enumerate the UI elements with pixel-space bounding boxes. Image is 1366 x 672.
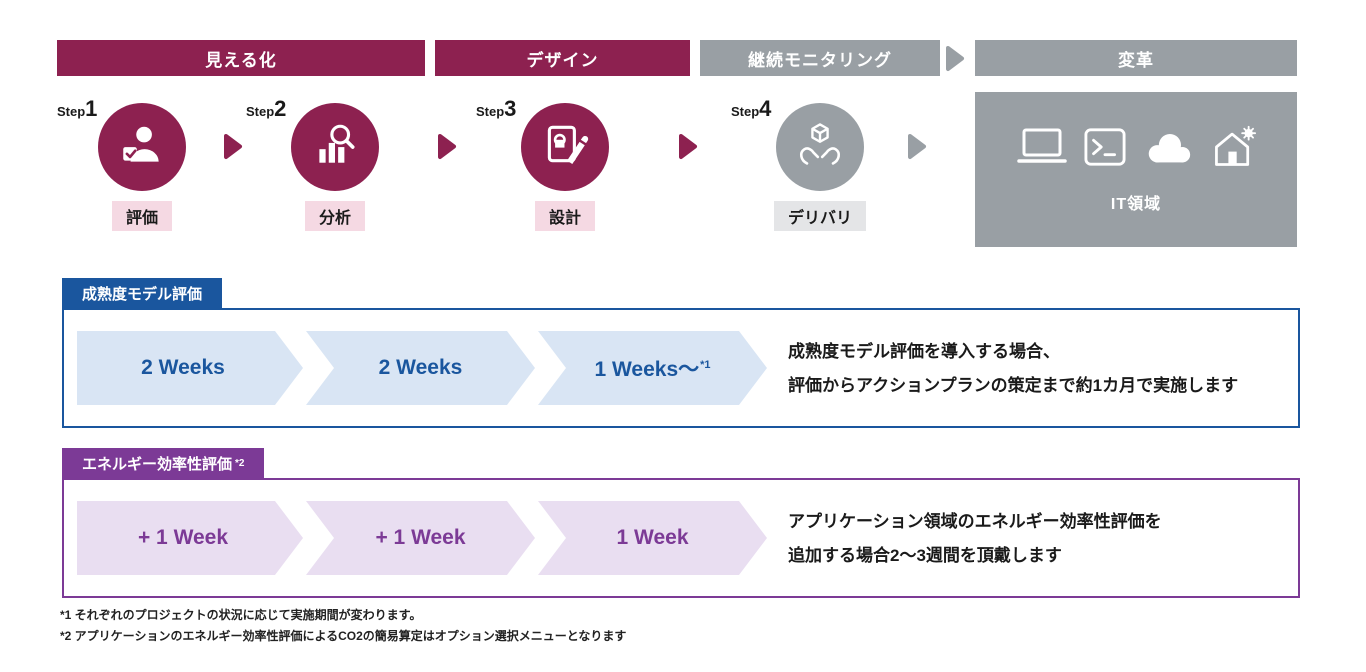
energy-section-title: エネルギー効率性評価*2 [62, 448, 265, 478]
energy-chevron-1-text: + 1 Week [137, 526, 229, 549]
flow-arrow-gray-icon [906, 133, 928, 165]
maturity-title-text: 成熟度モデル評価 [82, 285, 203, 303]
cloud-icon [1142, 128, 1194, 171]
step1-number: 1 [85, 96, 98, 121]
header-arrow-icon [944, 45, 966, 77]
step1-title: Step1 [57, 96, 97, 122]
terminal-icon [1084, 127, 1126, 172]
step2-label-text: 分析 [318, 210, 352, 227]
maturity-chevron-3: 1 Weeks〜*1 [538, 331, 767, 405]
step4-circle [776, 103, 864, 191]
laptop-icon [1016, 127, 1068, 172]
maturity-chevron-2: 2 Weeks [306, 331, 535, 405]
step1-label-text: 評価 [125, 210, 159, 227]
step2-word: Step [246, 104, 275, 119]
step3-circle [521, 103, 609, 191]
step2-label: 分析 [304, 201, 366, 231]
step3-title: Step3 [476, 96, 516, 122]
step3-label: 設計 [534, 201, 596, 231]
phase-visualization: 見える化 [57, 40, 425, 76]
it-icons-row [1016, 125, 1256, 174]
footnote-1: *1 それぞれのプロジェクトの状況に応じて実施期間が変わります。 [60, 608, 422, 622]
phase-design: デザイン [435, 40, 690, 76]
footnote-2: *2 アプリケーションのエネルギー効率性評価によるCO2の簡易算定はオプション選… [60, 629, 627, 643]
flow-arrow-icon [436, 133, 458, 165]
step1-circle [98, 103, 186, 191]
tablet-pencil-icon [540, 120, 590, 175]
maturity-chevron-3-main: 1 Weeks〜 [594, 358, 700, 381]
phase-design-label: デザイン [526, 50, 599, 70]
maturity-description-line1: 成熟度モデル評価を導入する場合、 [788, 342, 1060, 361]
maturity-description: 成熟度モデル評価を導入する場合、 評価からアクションプランの策定まで約1カ月で実… [788, 335, 1238, 403]
step1-label: 評価 [111, 201, 173, 231]
step2-number: 2 [274, 96, 287, 121]
maturity-chevron-1-text: 2 Weeks [141, 356, 225, 379]
maturity-section-title: 成熟度モデル評価 [62, 278, 223, 308]
footnotes: *1 それぞれのプロジェクトの状況に応じて実施期間が変わります。 *2 アプリケ… [60, 605, 626, 647]
phase-visualization-label: 見える化 [205, 50, 277, 70]
step4-number: 4 [759, 96, 772, 121]
phase-monitoring-label: 継続モニタリング [748, 50, 892, 70]
step2-circle [291, 103, 379, 191]
step3-label-text: 設計 [548, 210, 582, 227]
maturity-description-line2: 評価からアクションプランの策定まで約1カ月で実施します [788, 376, 1239, 395]
energy-description-line1: アプリケーション領域のエネルギー効率性評価を [788, 512, 1162, 531]
step4-label-text: デリバリ [787, 210, 853, 227]
energy-title-text: エネルギー効率性評価 [82, 455, 233, 473]
step4-word: Step [731, 104, 760, 119]
energy-description-line2: 追加する場合2〜3週間を頂戴します [788, 546, 1062, 565]
energy-chevron-1: + 1 Week [77, 501, 303, 575]
house-gear-icon [1210, 125, 1256, 174]
energy-chevron-3: 1 Week [538, 501, 767, 575]
energy-title-footref: *2 [235, 457, 245, 469]
energy-chevron-2-text: + 1 Week [375, 526, 466, 549]
step2-title: Step2 [246, 96, 286, 122]
person-evaluation-icon [117, 120, 167, 175]
phase-transformation: 変革 [975, 40, 1297, 76]
maturity-chevron-2-text: 2 Weeks [378, 356, 463, 379]
hands-box-delivery-icon [794, 119, 846, 176]
flow-arrow-icon [677, 133, 699, 165]
step4-title: Step4 [731, 96, 771, 122]
maturity-chevron-1: 2 Weeks [77, 331, 303, 405]
maturity-chevron-3-footref: *1 [700, 359, 711, 371]
energy-description: アプリケーション領域のエネルギー効率性評価を 追加する場合2〜3週間を頂戴します [788, 505, 1162, 573]
it-area-label: IT領域 [1110, 196, 1162, 213]
energy-chevron-2: + 1 Week [306, 501, 535, 575]
step1-word: Step [57, 104, 86, 119]
energy-chevron-3-text: 1 Week [616, 526, 689, 549]
it-area-box: IT領域 [975, 92, 1297, 247]
step3-number: 3 [504, 96, 517, 121]
maturity-chevron-3-text: 1 Weeks〜*1 [594, 353, 710, 383]
chart-magnifier-icon [310, 120, 360, 175]
phase-monitoring: 継続モニタリング [700, 40, 940, 76]
flow-arrow-icon [222, 133, 244, 165]
step4-label: デリバリ [773, 201, 867, 231]
step3-word: Step [476, 104, 505, 119]
phase-transformation-label: 変革 [1118, 50, 1154, 70]
